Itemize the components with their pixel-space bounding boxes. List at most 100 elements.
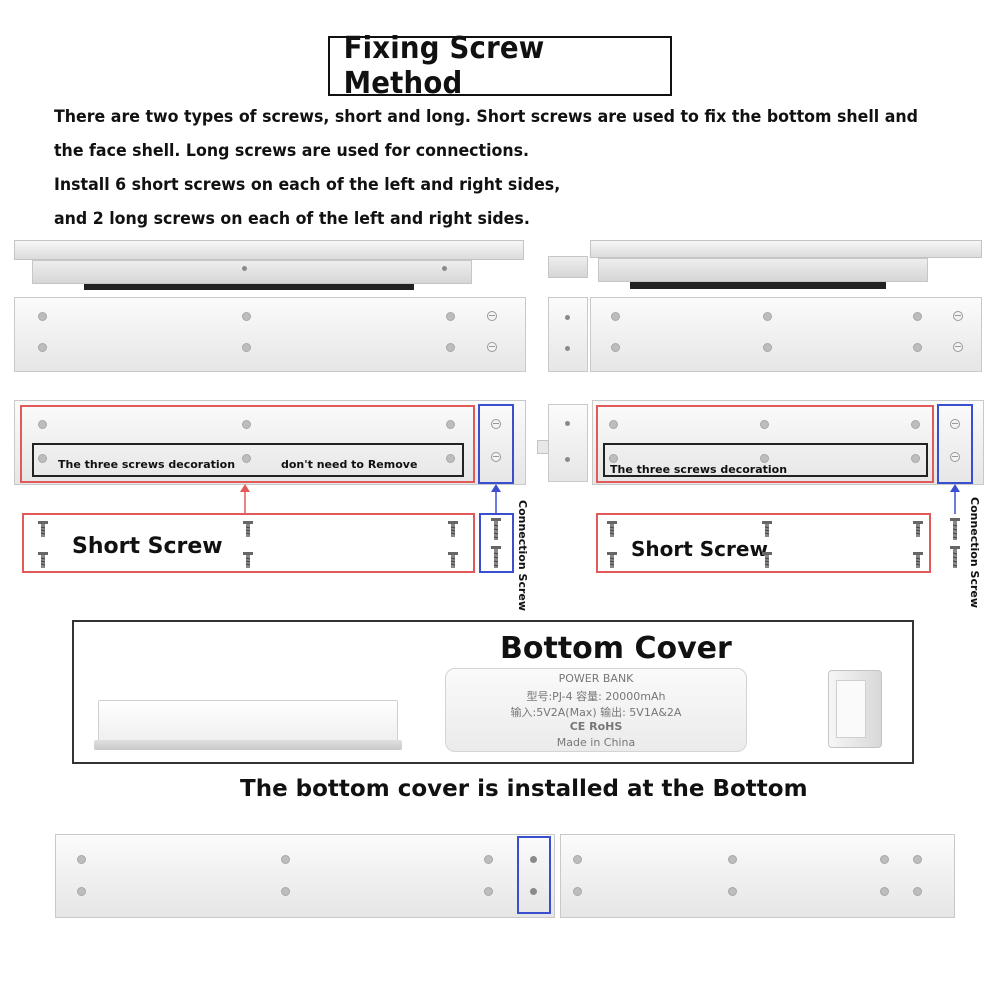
left-decoration-label: The three screws decoration bbox=[58, 458, 236, 471]
short-screw-icon bbox=[38, 552, 48, 568]
intro-text: There are two types of screws, short and… bbox=[54, 100, 984, 236]
right-decoration-screw bbox=[911, 454, 920, 463]
bottom-view-connection-region bbox=[517, 836, 551, 914]
left-assembled-shell bbox=[14, 400, 526, 485]
left-bottom-shell bbox=[14, 297, 526, 372]
left-decoration-screw bbox=[38, 454, 47, 463]
right-decoration-screw bbox=[609, 454, 618, 463]
right-exploded-shell bbox=[548, 240, 983, 375]
left-exploded-shell bbox=[14, 240, 526, 375]
right-decoration-screw bbox=[760, 454, 769, 463]
page-title: Fixing Screw Method bbox=[343, 31, 545, 101]
short-screw-icon bbox=[762, 552, 772, 568]
left-connection-hole bbox=[491, 419, 501, 429]
right-shell-tab bbox=[537, 440, 549, 454]
intro-line-4: and 2 long screws on each of the left an… bbox=[54, 209, 530, 229]
bottom-view-left-half bbox=[55, 834, 555, 918]
short-screw-icon bbox=[38, 521, 48, 537]
power-bank-line-5: Made in China bbox=[556, 736, 636, 749]
intro-line-2: the face shell. Long screws are used for… bbox=[54, 141, 530, 161]
title-box: Fixing Screw Method bbox=[328, 31, 672, 101]
left-connection-hole bbox=[487, 311, 497, 321]
right-screw-hole bbox=[911, 420, 920, 429]
long-screw-icon bbox=[491, 546, 501, 568]
left-short-screw-box bbox=[22, 513, 475, 573]
left-base-screw-hole bbox=[446, 343, 455, 352]
right-bottom-shell bbox=[590, 297, 982, 372]
bottom-view-screw-hole bbox=[77, 855, 86, 864]
left-decoration-screw bbox=[446, 454, 455, 463]
left-short-screw-arrow bbox=[240, 484, 250, 514]
bottom-view-screw-hole bbox=[728, 887, 737, 896]
bottom-view-screw-hole bbox=[728, 855, 737, 864]
intro-line-3: Install 6 short screws on each of the le… bbox=[54, 175, 561, 195]
left-base-screw-hole bbox=[242, 312, 251, 321]
bottom-view-screw-hole bbox=[77, 887, 86, 896]
right-connection-hole bbox=[953, 311, 963, 321]
left-connection-region bbox=[478, 404, 514, 484]
long-screw-icon bbox=[950, 518, 960, 540]
left-face-shell-slot bbox=[84, 284, 414, 290]
left-face-shell bbox=[14, 240, 524, 260]
left-lid-hole bbox=[242, 266, 247, 271]
bottom-view-screw-hole bbox=[880, 855, 889, 864]
right-base-screw-hole bbox=[763, 343, 772, 352]
short-screw-icon bbox=[913, 521, 923, 537]
left-base-screw-hole bbox=[242, 343, 251, 352]
left-connection-screw-label: Connection Screw bbox=[516, 500, 529, 612]
power-bank-line-4: CE RoHS bbox=[569, 720, 623, 733]
bottom-cover-panel bbox=[72, 620, 914, 764]
bottom-view-connection-hole bbox=[530, 856, 537, 863]
bottom-view-screw-hole bbox=[484, 855, 493, 864]
bottom-view-screw-hole bbox=[913, 887, 922, 896]
right-connection-region bbox=[937, 404, 973, 484]
right-short-screw-region bbox=[596, 405, 934, 483]
power-bank bbox=[445, 668, 747, 752]
left-base-screw-hole bbox=[38, 312, 47, 321]
power-bank-line-1: POWER BANK bbox=[558, 672, 634, 685]
right-assembled-shell bbox=[592, 400, 984, 485]
right-end-hole bbox=[565, 315, 570, 320]
bottom-view-right-half bbox=[560, 834, 955, 918]
left-connection-hole bbox=[491, 452, 501, 462]
short-screw-icon bbox=[607, 521, 617, 537]
right-assembled-shell-end bbox=[548, 404, 588, 482]
left-decoration-screw bbox=[242, 454, 251, 463]
left-short-screw-region bbox=[20, 405, 475, 483]
left-base-screw-hole bbox=[38, 343, 47, 352]
short-screw-icon bbox=[762, 521, 772, 537]
left-face-shell-lip bbox=[32, 260, 472, 284]
right-connection-arrow bbox=[950, 484, 960, 514]
right-face-shell bbox=[590, 240, 982, 258]
right-short-screw-box bbox=[596, 513, 931, 573]
left-screw-hole bbox=[38, 420, 47, 429]
left-decoration-region bbox=[32, 443, 464, 477]
left-base-screw-hole bbox=[446, 312, 455, 321]
power-bank-line-2: 型号:PJ-4 容量: 20000mAh bbox=[526, 690, 666, 703]
bottom-cover-end-cap-face bbox=[836, 680, 866, 738]
left-remove-label: don't need to Remove bbox=[281, 458, 418, 471]
right-screw-hole bbox=[609, 420, 618, 429]
short-screw-icon bbox=[243, 552, 253, 568]
left-connection-arrow bbox=[491, 484, 501, 514]
right-end-hole bbox=[565, 457, 570, 462]
right-screw-hole bbox=[760, 420, 769, 429]
left-lid-hole bbox=[442, 266, 447, 271]
right-end-hole bbox=[565, 421, 570, 426]
right-connection-hole bbox=[953, 342, 963, 352]
right-bottom-shell-end bbox=[548, 297, 588, 372]
right-decoration-region bbox=[603, 443, 928, 477]
left-short-screw-label: Short Screw bbox=[72, 534, 223, 559]
right-base-screw-hole bbox=[913, 312, 922, 321]
short-screw-icon bbox=[448, 552, 458, 568]
bottom-view-screw-hole bbox=[573, 887, 582, 896]
left-screw-hole bbox=[446, 420, 455, 429]
bottom-view-screw-hole bbox=[281, 887, 290, 896]
right-face-shell-slot bbox=[630, 282, 886, 289]
short-screw-icon bbox=[243, 521, 253, 537]
right-face-shell-lip bbox=[548, 256, 588, 278]
short-screw-icon bbox=[913, 552, 923, 568]
right-connection-hole bbox=[950, 452, 960, 462]
left-connection-screw-box bbox=[479, 513, 514, 573]
power-bank-line-3: 输入:5V2A(Max) 输出: 5V1A&2A bbox=[510, 706, 682, 719]
